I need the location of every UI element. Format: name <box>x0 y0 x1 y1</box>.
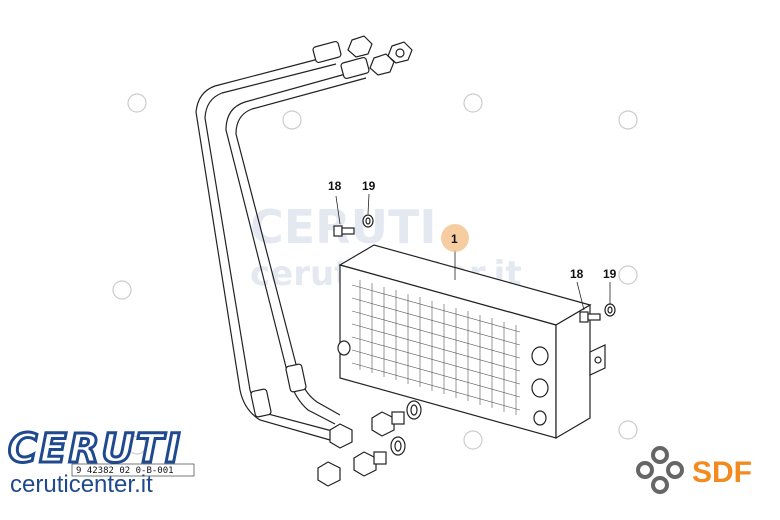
sdf-watermark-marks <box>112 93 638 455</box>
sdf-mark-icon <box>282 110 302 130</box>
cooler-fins <box>351 280 521 415</box>
callout-highlight <box>441 224 469 252</box>
sdf-logo-text: SDF <box>692 456 752 489</box>
adapter-fitting-upper <box>371 411 405 437</box>
drawing-code-box <box>71 463 195 477</box>
sdf-mark-icon <box>618 110 638 130</box>
watermark-logo-text: CERUTI <box>250 200 436 254</box>
callout-part-18-upper: 18 <box>328 179 342 193</box>
sdf-mark-icon <box>127 435 147 455</box>
hex-nut-loose <box>387 41 413 64</box>
sdf-mark-icon <box>618 420 638 440</box>
callout-part-1: 1 <box>451 232 458 246</box>
hose-sleeves-mid <box>250 363 307 418</box>
sdf-mark-icon <box>463 93 483 113</box>
washer-19-lower <box>604 303 616 317</box>
bolt-18-upper <box>333 225 355 237</box>
hose-fitting-top-left <box>312 35 373 64</box>
website-text: ceruticenter.it <box>10 471 153 498</box>
callout-part-18-lower: 18 <box>570 267 584 281</box>
sdf-mark-icon <box>112 280 132 300</box>
mounting-bracket <box>589 344 606 376</box>
bolt-18-lower <box>579 311 601 323</box>
washer-lower <box>390 436 406 456</box>
callout-part-19-upper: 19 <box>362 179 376 193</box>
hose-fitting-bottom <box>317 423 353 487</box>
oil-cooler <box>337 244 606 440</box>
leader-lines <box>335 193 611 311</box>
callout-part-19-lower: 19 <box>603 267 617 281</box>
ceruti-logo: CERUTI 9 42382 02 0-B-001 ceruticenter.i… <box>7 425 195 498</box>
drawing-code: 9 42382 02 0-B-001 <box>76 466 174 476</box>
adapter-fitting-lower <box>353 451 387 477</box>
sdf-mark-icon <box>463 430 483 450</box>
washer-19-upper <box>362 214 374 228</box>
sdf-swirl-icon <box>636 446 684 494</box>
hose-fitting-top-right <box>340 53 395 80</box>
sdf-mark-icon <box>127 93 147 113</box>
washer-upper <box>406 400 422 420</box>
hose-right <box>225 69 367 425</box>
sdf-mark-icon <box>618 265 638 285</box>
sdf-logo: SDF <box>636 446 752 494</box>
cooler-ports <box>337 340 549 426</box>
